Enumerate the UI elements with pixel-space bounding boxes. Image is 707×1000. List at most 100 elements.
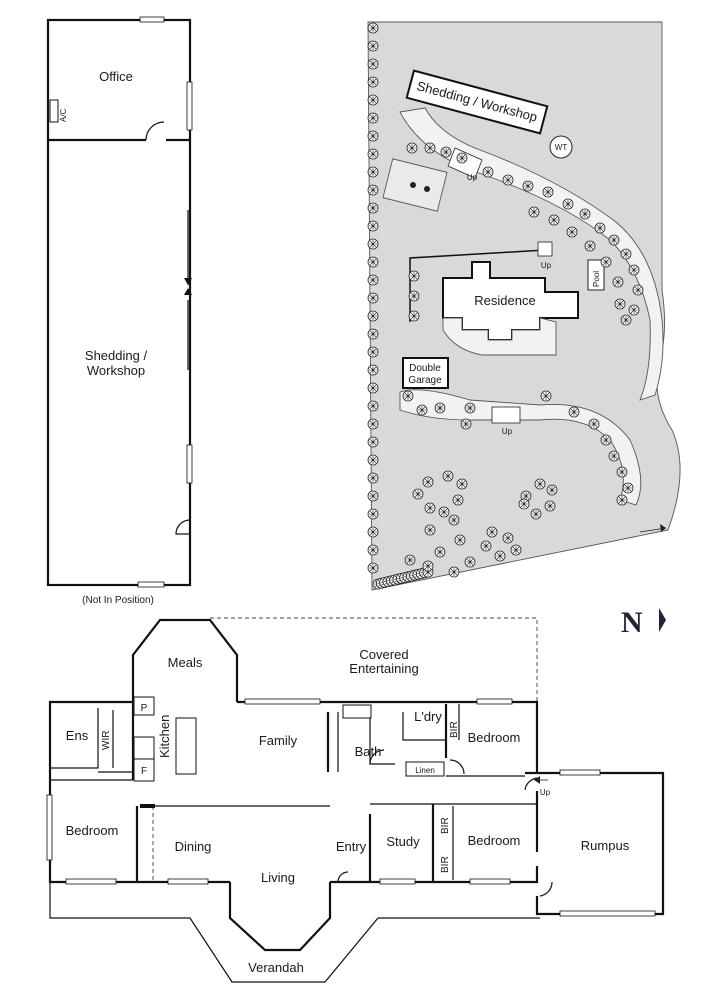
- shed-outline: [46, 18, 192, 587]
- tree-icon-spokes: [532, 510, 540, 518]
- bir-label-3: BIR: [440, 856, 451, 873]
- bedroom2-window: [469, 878, 511, 885]
- tree-icon-spokes: [369, 96, 377, 104]
- tree-icon-spokes: [444, 472, 452, 480]
- tree-icon-spokes: [410, 312, 418, 320]
- bedroom-label-ne: Bedroom: [468, 730, 521, 745]
- tree-icon-spokes: [496, 552, 504, 560]
- tree-icon-spokes: [426, 526, 434, 534]
- garage-label-2: Garage: [408, 375, 442, 386]
- driveway: [399, 107, 664, 401]
- tree-icon-spokes: [504, 534, 512, 542]
- tree-icon-spokes: [410, 272, 418, 280]
- tree-icon-spokes: [458, 480, 466, 488]
- tree-icon-spokes: [436, 404, 444, 412]
- kitchen-label: Kitchen: [157, 715, 172, 758]
- bedroom-window-s: [65, 878, 117, 885]
- tree-icon-spokes: [614, 278, 622, 286]
- tree-icon-spokes: [369, 564, 377, 572]
- tree-icon-spokes: [406, 556, 414, 564]
- bath-tub: [342, 704, 372, 719]
- not-in-position-note: (Not In Position): [82, 595, 154, 606]
- living-label: Living: [261, 870, 295, 885]
- tree-icon-spokes: [596, 224, 604, 232]
- living-bay-wall: [228, 882, 332, 952]
- tree-icon-spokes: [542, 392, 550, 400]
- tree-icon-spokes: [618, 468, 626, 476]
- dining-label: Dining: [175, 839, 212, 854]
- rumpus-door-swing: [524, 777, 538, 791]
- tree-icon-spokes: [369, 132, 377, 140]
- rumpus-up-label: Up: [540, 788, 551, 797]
- tree-icon-spokes: [524, 182, 532, 190]
- tree-icon-spokes: [414, 490, 422, 498]
- tree-icon-spokes: [369, 24, 377, 32]
- tree-icon-spokes: [530, 208, 538, 216]
- tree-icon-spokes: [581, 210, 589, 218]
- study-label: Study: [386, 834, 420, 849]
- bedroom-window-w: [46, 794, 53, 861]
- tree-icon-spokes: [424, 562, 432, 570]
- rumpus-label: Rumpus: [581, 838, 630, 853]
- tree-icon-spokes: [369, 114, 377, 122]
- tree-icon-spokes: [586, 242, 594, 250]
- tree-icon-spokes: [458, 154, 466, 162]
- roller-arrow-down: [184, 278, 192, 285]
- pantry: [133, 696, 155, 716]
- tree-icon-spokes: [482, 542, 490, 550]
- tree-icon-spokes: [369, 546, 377, 554]
- linen-label: Linen: [415, 766, 435, 775]
- rumpus-up-arrowhead: [534, 776, 540, 784]
- tree-icon-spokes: [570, 408, 578, 416]
- ac-label: A/C: [59, 108, 68, 122]
- tree-icon-spokes: [466, 558, 474, 566]
- tree-icon-spokes: [622, 250, 630, 258]
- shed-window-office: [186, 81, 193, 131]
- tree-icon-spokes: [634, 286, 642, 294]
- tree-icon-spokes: [450, 568, 458, 576]
- tree-icon-spokes: [369, 510, 377, 518]
- tree-icon-spokes: [520, 500, 528, 508]
- tree-icon-spokes: [369, 204, 377, 212]
- verandah-label: Verandah: [248, 960, 304, 975]
- office-door-swing: [145, 121, 165, 141]
- ens-wall: [50, 708, 99, 769]
- tree-icon-spokes: [369, 456, 377, 464]
- tree-icon-spokes: [369, 186, 377, 194]
- slab-dot: [410, 182, 416, 188]
- house-west-wall: [48, 700, 230, 884]
- tree-icon-spokes: [369, 348, 377, 356]
- entry-label: Entry: [336, 839, 367, 854]
- site-steps-lower: [491, 406, 521, 424]
- pool-block: [587, 259, 605, 291]
- tree-icon-spokes: [369, 60, 377, 68]
- tree-icon-spokes: [454, 496, 462, 504]
- covered-entertaining-outline: [210, 617, 538, 702]
- site-trees: [367, 22, 644, 590]
- tree-icon-spokes: [484, 168, 492, 176]
- site-shed-block: [405, 69, 549, 135]
- pool-label: Pool: [592, 271, 601, 287]
- tree-icon-spokes: [369, 42, 377, 50]
- tree-icon-spokes: [369, 438, 377, 446]
- tree-icon-spokes: [466, 404, 474, 412]
- tree-icon-spokes: [602, 258, 610, 266]
- tree-icon-spokes: [369, 276, 377, 284]
- tree-icon-spokes: [610, 236, 618, 244]
- tree-icon-spokes: [456, 536, 464, 544]
- entry-door-swing: [337, 871, 349, 883]
- tree-icon-spokes: [630, 306, 638, 314]
- tree-icon-spokes: [369, 312, 377, 320]
- residence-deck: [442, 317, 557, 356]
- house-outer-wall: [237, 700, 539, 775]
- garden-path-lower: [399, 389, 642, 506]
- covered-label-1: Covered: [359, 647, 408, 662]
- north-label: N: [621, 606, 643, 639]
- bedroom-door-swing: [449, 759, 465, 775]
- tree-icon-spokes: [568, 228, 576, 236]
- site-up-label-1: Up: [467, 173, 478, 182]
- tree-icon-spokes: [488, 528, 496, 536]
- tree-icon-spokes: [369, 258, 377, 266]
- bir-label-1: BIR: [449, 721, 460, 738]
